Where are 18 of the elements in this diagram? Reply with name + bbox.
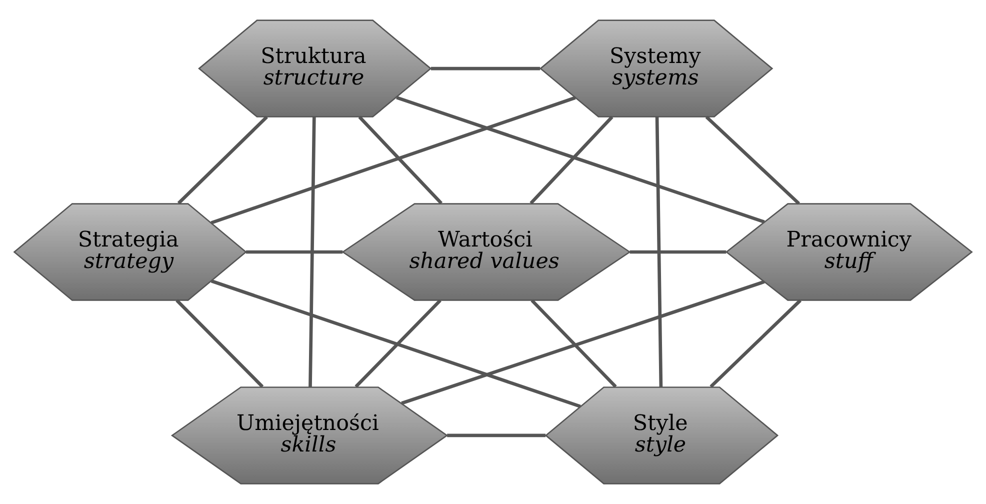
connector — [354, 299, 442, 388]
connector — [176, 299, 264, 388]
connector — [705, 116, 800, 205]
connector — [358, 116, 443, 204]
connector — [308, 116, 316, 388]
connector — [430, 66, 540, 70]
connector — [710, 299, 802, 388]
connector — [530, 116, 614, 204]
connector — [210, 96, 576, 224]
connector — [630, 250, 726, 254]
connector — [246, 250, 343, 254]
connector — [655, 116, 663, 388]
connector — [530, 299, 617, 388]
connector — [210, 279, 581, 408]
connector — [447, 434, 546, 438]
connector — [396, 96, 765, 224]
connector — [177, 116, 268, 204]
connector — [401, 280, 765, 405]
